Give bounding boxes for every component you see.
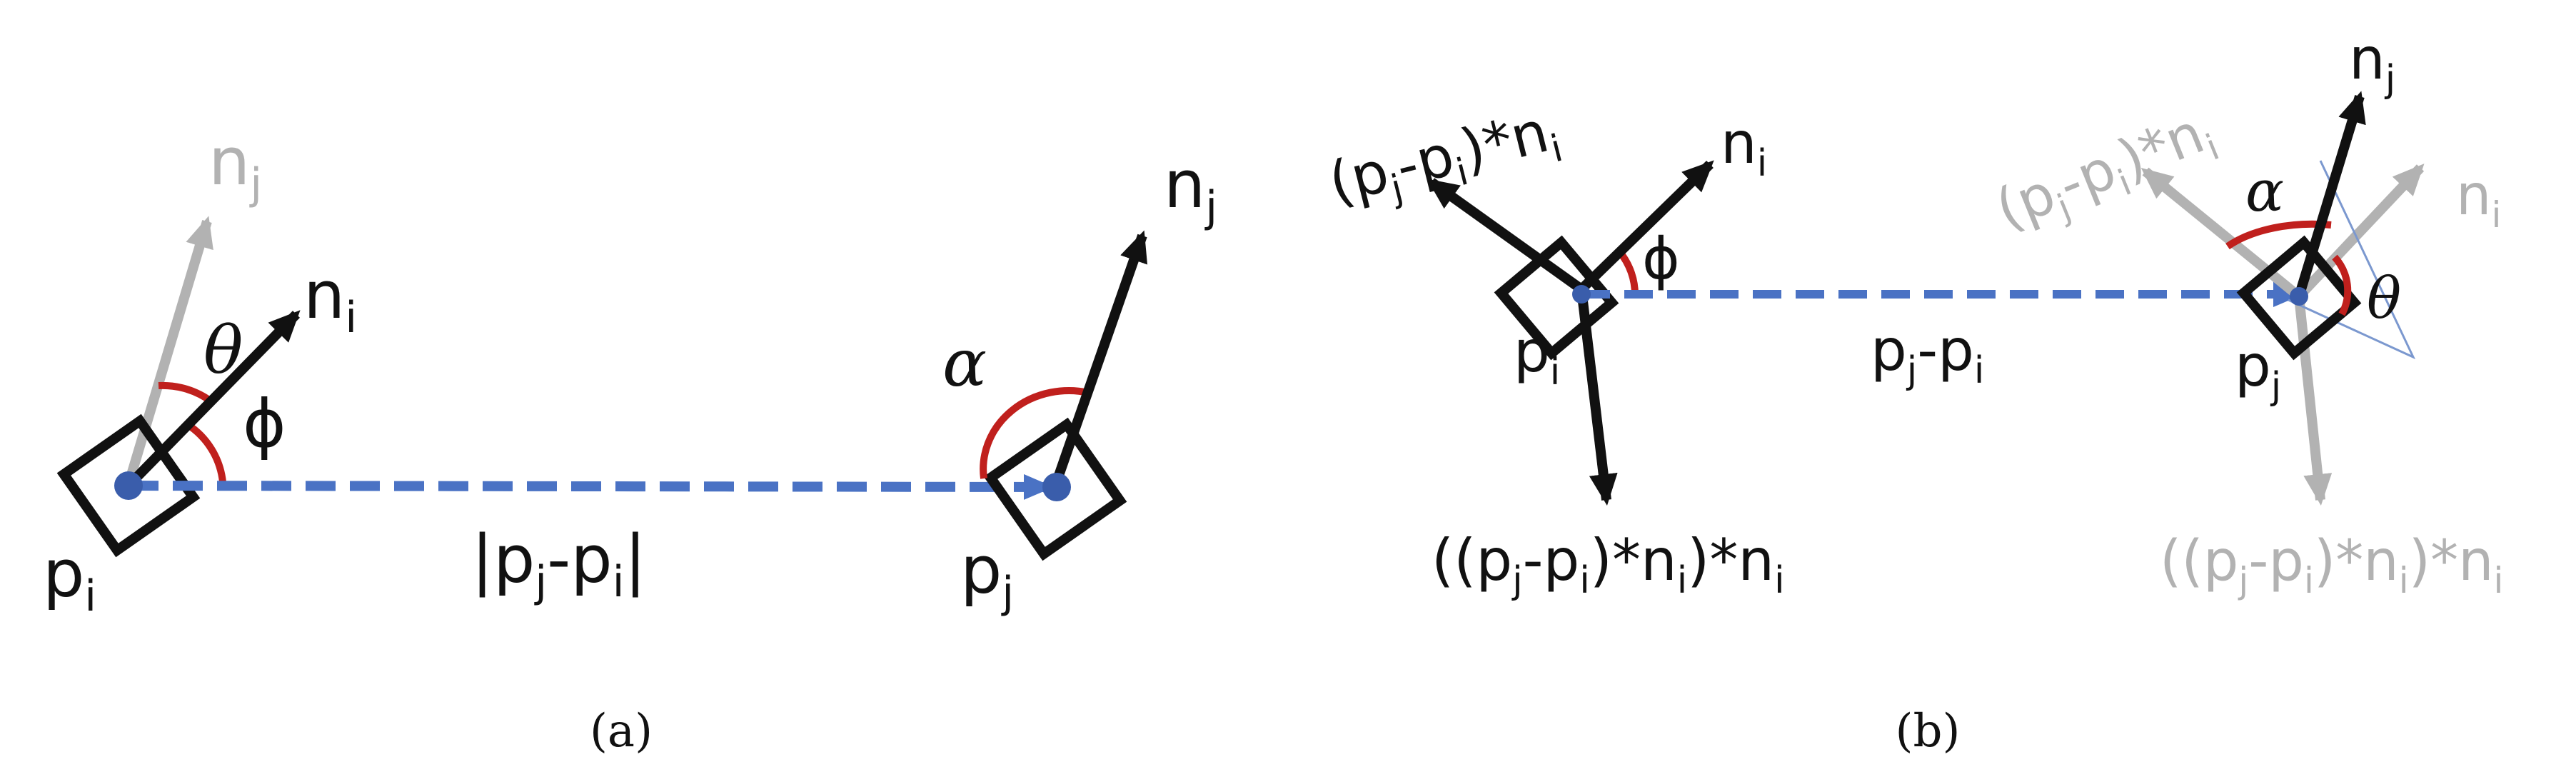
label-ni-gray-b: ni <box>2456 164 2501 236</box>
label-diff-b: pj-pi <box>1871 317 1984 392</box>
label-phi-a: ϕ <box>243 386 286 462</box>
distance-line-a <box>128 473 1054 500</box>
label-pi-b: pi <box>1514 319 1560 393</box>
label-ni-b: ni <box>1721 110 1767 185</box>
label-pj-a: pj <box>960 532 1014 618</box>
pi-square-a <box>56 413 201 558</box>
panel-a: nj θ ni ϕ pi |pj-pi| α nj pj (a) <box>43 124 1217 758</box>
perp-arrow-black-b <box>1576 289 1618 506</box>
label-pi-a: pi <box>43 536 96 621</box>
label-theta-b: θ <box>2367 265 2401 331</box>
label-perp-gray-b: ((pj-pi)*ni)*ni <box>2160 529 2503 601</box>
pj-point-b <box>2290 287 2308 306</box>
ni-arrow-b <box>1578 160 1714 294</box>
proj-arrow-black-b <box>1427 178 1585 294</box>
label-phi-b: ϕ <box>1642 226 1680 292</box>
label-nj-b: nj <box>2349 26 2395 101</box>
alpha-arc-a <box>980 387 1090 479</box>
label-distance-a: |pj-pi| <box>471 521 646 607</box>
nj-arrow-b <box>2294 91 2366 299</box>
nj-arrow-a <box>1050 230 1148 488</box>
proj-arrow-gray-b <box>2140 167 2303 301</box>
label-nj-gray-a: nj <box>208 124 262 209</box>
pj-square-b <box>2236 235 2362 361</box>
label-pj-b: pj <box>2235 333 2281 408</box>
caption-b: (b) <box>1896 705 1961 758</box>
phi-arc-b <box>1616 249 1639 297</box>
ni-arrow-a <box>124 310 301 489</box>
label-theta-a: θ <box>203 312 243 388</box>
pj-point-a <box>1042 473 1071 501</box>
label-nj-a: nj <box>1164 146 1217 232</box>
label-ni-a: ni <box>303 257 357 343</box>
theta-arc-b <box>2332 254 2352 316</box>
label-alpha-a: α <box>942 325 987 401</box>
pi-point-a <box>114 471 143 500</box>
phi-arc-a <box>185 421 226 483</box>
caption-a: (a) <box>590 705 653 758</box>
label-perp-black-b: ((pj-pi)*ni)*ni <box>1432 527 1785 602</box>
label-proj-gray-b: (pj-pi)*ni <box>1987 98 2225 250</box>
label-alpha-b: α <box>2245 158 2284 224</box>
perp-arrow-gray-b <box>2294 296 2333 506</box>
pj-square-a <box>983 417 1127 561</box>
pi-point-b <box>1572 285 1591 304</box>
gray-nj-arrow-a <box>124 216 213 486</box>
panel-b: (pj-pi)*ni ni ϕ pi pj-pi ((pj-pi)*ni)*ni… <box>1322 26 2503 758</box>
label-proj-black-b: (pj-pi)*ni <box>1322 96 1567 225</box>
ni-arrow-gray-b <box>2295 164 2425 300</box>
